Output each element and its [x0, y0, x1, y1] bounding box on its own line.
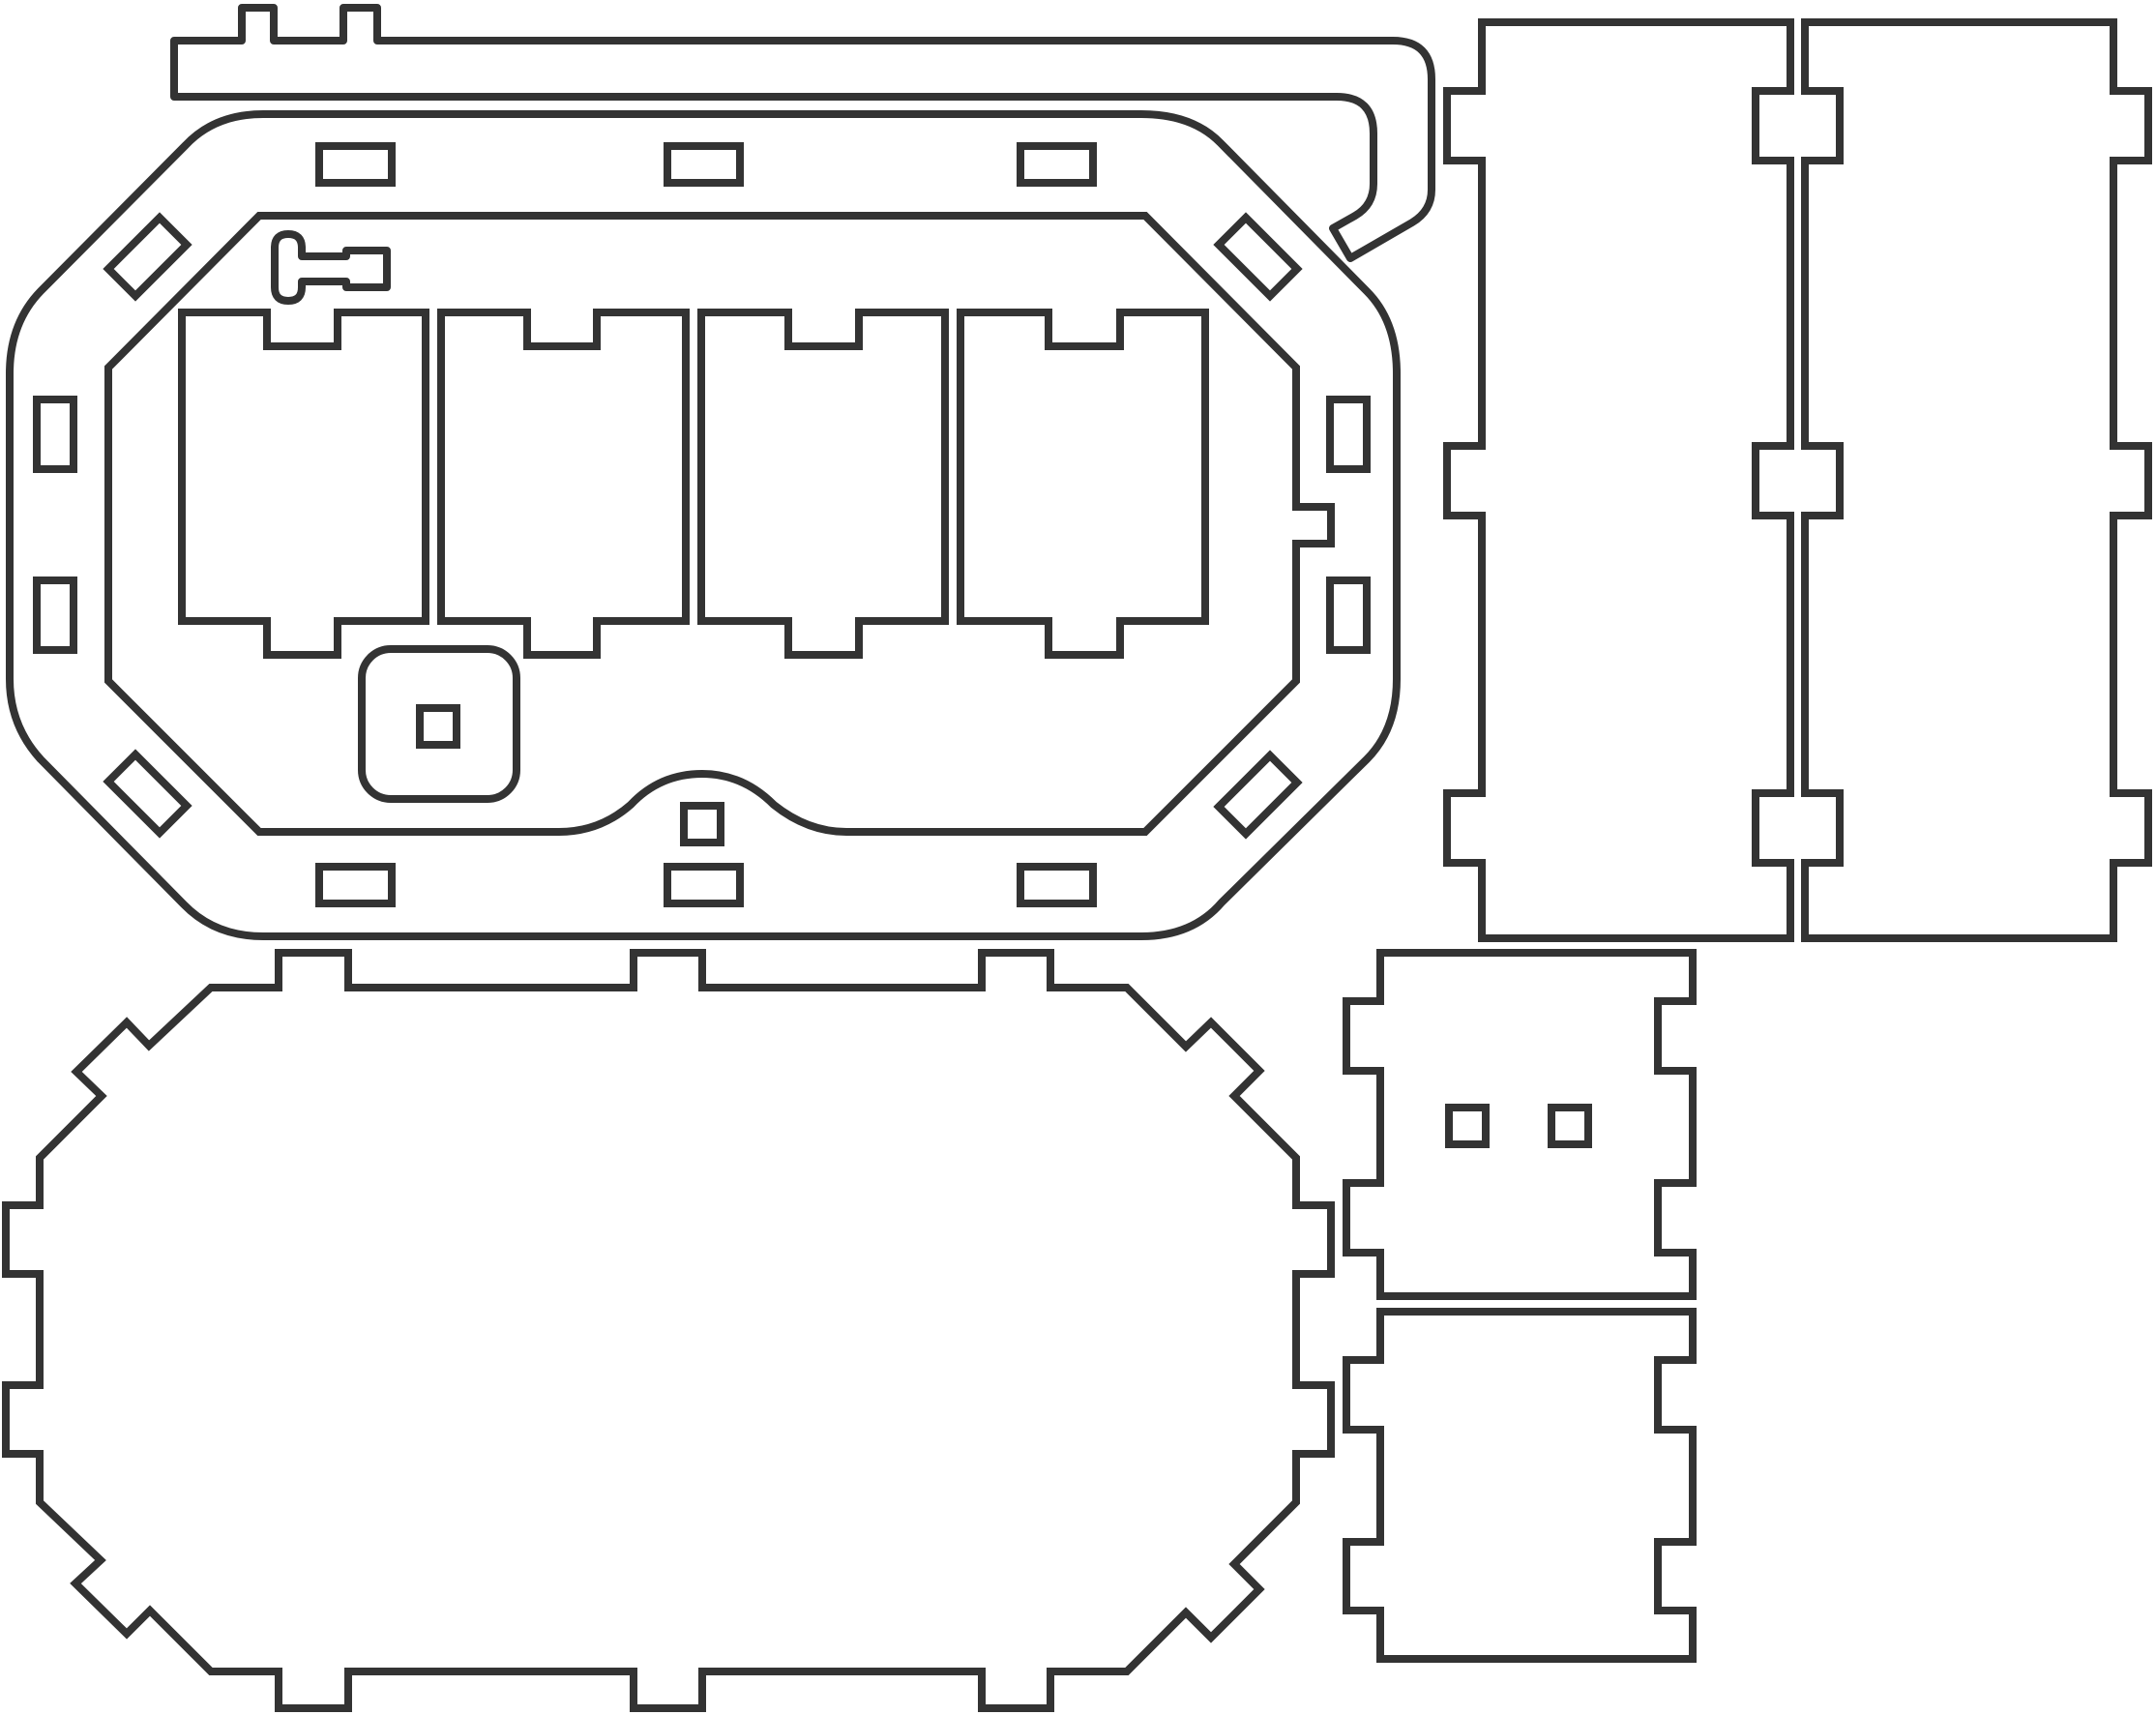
wire-channel-cutout — [271, 230, 391, 305]
lid-inner-opening — [104, 212, 1335, 836]
lid-slot-top-3 — [1017, 142, 1097, 187]
lid-slot-left-2 — [33, 577, 77, 654]
long-side-panel-right — [1801, 18, 2152, 942]
top-lid-part — [6, 110, 1401, 940]
switch-hole — [416, 704, 460, 749]
short-end-panel-with-slots — [1343, 949, 1697, 1300]
battery-cell-4 — [957, 309, 1209, 659]
battery-cell-2 — [437, 309, 690, 659]
bottom-plate-outline — [2, 949, 1335, 1712]
battery-cell-3 — [697, 309, 949, 659]
end-panel-slot-2 — [1548, 1104, 1592, 1148]
end-panel-slot-1 — [1445, 1104, 1490, 1148]
lid-slot-top-2 — [664, 142, 744, 187]
lid-slot-right-2 — [1326, 577, 1371, 654]
lid-slot-top-1 — [315, 142, 396, 187]
hinge-strip-outline — [170, 4, 1435, 262]
lid-slot-bottom-1 — [315, 863, 396, 907]
lid-slots — [33, 142, 1371, 907]
long-side-panel-left — [1443, 18, 1794, 942]
battery-cell-1 — [178, 309, 429, 659]
lid-slot-center-bottom — [680, 802, 724, 846]
switch-mount-outline — [358, 645, 520, 803]
short-end-panel-1-outline — [1343, 949, 1697, 1300]
switch-mount — [358, 645, 520, 803]
lid-slot-diag-top-left — [103, 212, 192, 302]
lid-slot-left-1 — [33, 396, 77, 473]
battery-cells — [178, 309, 1209, 659]
long-side-panel-left-outline — [1443, 18, 1794, 942]
short-end-panel-plain — [1343, 1308, 1697, 1663]
lid-slot-diag-bottom-left — [103, 749, 192, 839]
hinge-strip-part — [170, 4, 1435, 262]
lid-slot-right-1 — [1326, 396, 1371, 473]
lid-slot-diag-bottom-right — [1213, 750, 1303, 840]
lid-slot-bottom-3 — [1017, 863, 1097, 907]
long-side-panel-right-outline — [1801, 18, 2152, 942]
lid-slot-diag-top-right — [1213, 212, 1303, 302]
lid-slot-bottom-2 — [664, 863, 744, 907]
lid-outer-outline — [6, 110, 1401, 940]
short-end-panel-2-outline — [1343, 1308, 1697, 1663]
bottom-plate-part — [2, 949, 1335, 1712]
